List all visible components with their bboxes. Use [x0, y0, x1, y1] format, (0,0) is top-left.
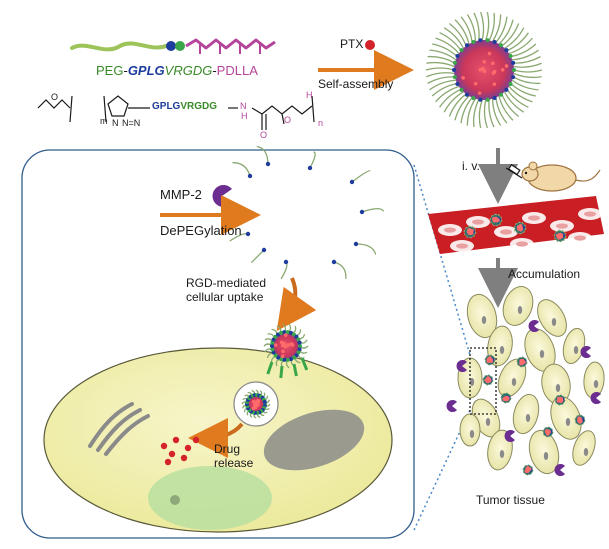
nucleolus: [170, 495, 180, 505]
drug-dot: [193, 437, 199, 443]
peptide-end: [332, 260, 336, 264]
peptide-end: [350, 180, 354, 184]
polymer-name-pdlla: PDLLA: [217, 63, 258, 78]
tissue-micelle: [483, 375, 493, 385]
tissue-cell-nucleus: [470, 430, 474, 438]
rbc-center: [472, 219, 484, 224]
struct-m: m: [100, 116, 108, 126]
cell-nucleus: [148, 466, 272, 530]
drug-dot: [169, 451, 175, 457]
rgd-uptake-label: RGD-mediated cellular uptake: [186, 276, 266, 305]
drug-dot: [161, 443, 167, 449]
drug-dot: [165, 459, 171, 465]
drug-dot: [185, 445, 191, 451]
tissue-cell-nucleus: [556, 384, 560, 392]
struct-o-left: O: [51, 92, 58, 102]
tissue-micelle: [523, 465, 533, 475]
ptx-drug-icon: [365, 40, 375, 50]
syringe-icon: [506, 165, 522, 178]
tissue-micelle: [485, 355, 495, 365]
rbc-center: [584, 211, 596, 216]
mmp2-label: MMP-2: [160, 188, 202, 203]
peptide-end: [246, 232, 250, 236]
accumulation-label: Accumulation: [508, 268, 580, 282]
depegylation-label: DePEGylation: [160, 224, 242, 239]
micelle-top-right: [426, 12, 542, 128]
struct-carbonyl-o: O: [260, 130, 267, 140]
rbc-center: [528, 215, 540, 220]
tissue-cell-nucleus: [512, 378, 516, 386]
tumor-tissue-label: Tumor tissue: [476, 494, 545, 508]
peptide-end: [354, 242, 358, 246]
tissue-cell-nucleus: [526, 414, 530, 422]
tissue-cell-nucleus: [566, 418, 570, 426]
rbc-center: [444, 227, 456, 232]
rgd-receptor: [281, 366, 282, 378]
struct-n2: N=N: [122, 118, 140, 128]
tissue-cell-nucleus: [500, 450, 504, 458]
struct-h: H: [241, 111, 248, 121]
struct-nh: N: [240, 101, 247, 111]
polymer-name: PEG-GPLGVRGDG-PDLLA: [96, 64, 258, 79]
polymer-name-vrgdg: VRGDG: [165, 63, 213, 78]
rbc-center: [556, 223, 568, 228]
tissue-cell-nucleus: [500, 346, 504, 354]
struct-oh: H: [306, 90, 313, 100]
struct-n1: N: [112, 118, 119, 128]
peptide-end: [360, 210, 364, 214]
ptx-label: PTX: [340, 38, 363, 52]
peptide-end: [262, 248, 266, 252]
peptide-end: [248, 174, 252, 178]
tissue-cell-nucleus: [486, 418, 490, 426]
polymer-name-peg: PEG: [96, 63, 123, 78]
rbc-center: [574, 235, 586, 240]
tissue-cell-nucleus: [552, 318, 556, 326]
tissue-cell-nucleus: [482, 316, 486, 324]
rbc-center: [516, 241, 528, 246]
peptide-end: [266, 162, 270, 166]
peptide-end: [284, 260, 288, 264]
zoom-line-top: [414, 165, 470, 355]
polymer-cartoon: [72, 40, 275, 54]
rbc-center: [456, 243, 468, 248]
tissue-mmp2-icon: [447, 400, 457, 412]
drug-release-label: Drug release: [214, 442, 253, 471]
tissue-micelle: [575, 415, 585, 425]
drug-dot: [173, 437, 179, 443]
tissue-cell-nucleus: [544, 452, 548, 460]
tissue-micelle: [555, 395, 565, 405]
rbc-center: [500, 229, 512, 234]
tissue-cell: [509, 392, 543, 437]
peptide-bead-blue: [166, 41, 176, 51]
peptide-end: [308, 166, 312, 170]
peptide-bead-green: [175, 41, 185, 51]
polymer-name-gplg: GPLG: [128, 63, 165, 78]
tissue-cell: [460, 414, 480, 446]
tissue-cell-nucleus: [518, 306, 522, 314]
iv-label: i. v.: [462, 160, 480, 174]
struct-o-right: O: [284, 115, 291, 125]
struct-peptide: GPLGVRGDG: [152, 101, 217, 113]
self-assembly-label: Self-assembly: [318, 78, 393, 92]
peg-chain-cartoon: [72, 43, 166, 49]
tissue-cell-nucleus: [540, 350, 544, 358]
tissue-cell-nucleus: [584, 448, 588, 456]
struct-n: n: [318, 118, 323, 128]
tissue-cell-nucleus: [574, 346, 578, 354]
tissue-micelle: [501, 393, 511, 403]
tissue-micelle: [543, 427, 553, 437]
drug-dot: [181, 455, 187, 461]
tissue-cell-nucleus: [594, 380, 598, 388]
mouse-icon: [522, 162, 600, 191]
tissue-micelle: [517, 357, 527, 367]
